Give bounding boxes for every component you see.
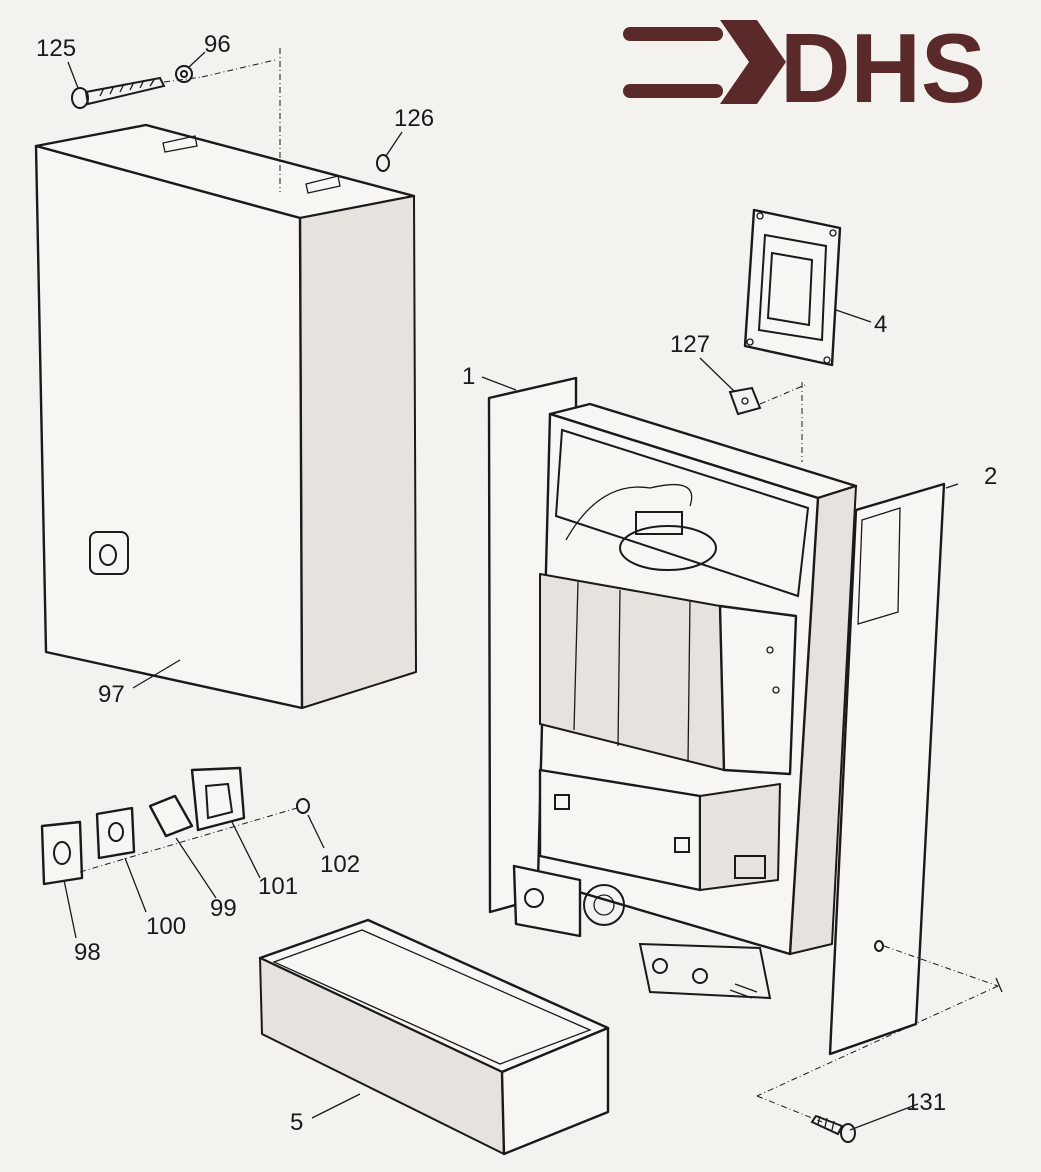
callout-98: 98 [74, 939, 101, 966]
bezel-98 [40, 820, 84, 886]
callout-99: 99 [210, 895, 237, 922]
screw-131 [810, 1114, 856, 1143]
screw-125 [71, 76, 166, 109]
washer-126 [376, 154, 390, 172]
callout-101: 101 [258, 873, 298, 900]
callout-2: 2 [984, 463, 997, 490]
logo-text: DHS [780, 13, 986, 123]
leader-lines [63, 51, 959, 1131]
callout-131: 131 [906, 1089, 946, 1116]
bracket-101 [190, 766, 246, 832]
callout-126: 126 [394, 105, 434, 132]
front-cover [34, 123, 417, 710]
flue-frame-4 [743, 208, 842, 367]
washer-102 [296, 798, 310, 814]
bottom-tray [258, 918, 610, 1156]
logo-arrow-icon [623, 20, 786, 104]
window-99 [148, 794, 194, 838]
callout-97: 97 [98, 681, 125, 708]
boiler-chassis [512, 402, 858, 1000]
dhs-logo: DHS [623, 13, 986, 123]
callout-5: 5 [290, 1109, 303, 1136]
callout-1: 1 [462, 363, 475, 390]
washer-96 [175, 65, 193, 83]
gasket-100 [95, 806, 136, 860]
side-panel-right [828, 482, 946, 1056]
clip-127 [728, 386, 762, 416]
callout-96: 96 [204, 31, 231, 58]
callout-100: 100 [146, 913, 186, 940]
callout-102: 102 [320, 851, 360, 878]
callout-4: 4 [874, 311, 887, 338]
callout-127: 127 [670, 331, 710, 358]
callout-125: 125 [36, 35, 76, 62]
